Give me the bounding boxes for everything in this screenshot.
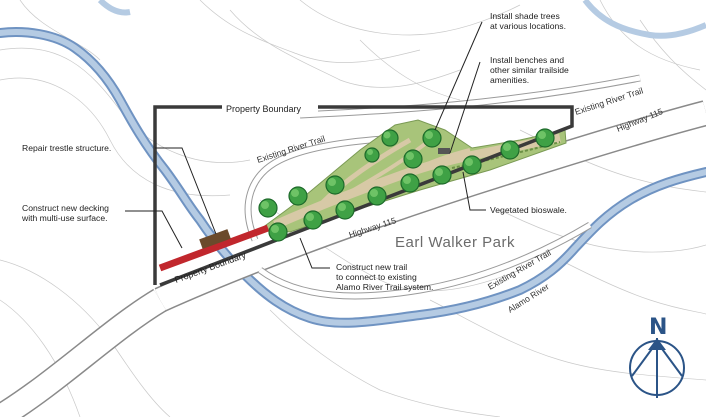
north-arrow: N: [629, 315, 685, 398]
tree-icon: [288, 186, 308, 206]
callout-text: other similar trailside: [490, 65, 569, 75]
tree-icon: [303, 210, 323, 230]
tree-icon: [535, 128, 555, 148]
callout-text: Construct new trail: [336, 262, 407, 272]
callout-benches: Install benches and other similar trails…: [490, 55, 569, 85]
callout-new-trail: Construct new trail to connect to existi…: [336, 262, 433, 292]
tree-icon: [268, 222, 288, 242]
callout-text: Install benches and: [490, 55, 564, 65]
tree-icon: [325, 175, 345, 195]
callout-text: Vegetated bioswale.: [490, 205, 567, 215]
tree-icon: [422, 128, 442, 148]
tree-icon: [381, 129, 399, 147]
tree-icon: [432, 165, 452, 185]
alamo-river: [0, 0, 706, 328]
callout-bioswale: Vegetated bioswale.: [490, 205, 567, 215]
shade-trees: [258, 128, 555, 242]
callout-text: Construct new decking: [22, 203, 109, 213]
callout-text: to connect to existing: [336, 272, 417, 282]
tree-icon: [258, 198, 278, 218]
callout-shade-trees: Install shade trees at various locations…: [490, 11, 566, 31]
bench-icon: [438, 148, 450, 154]
tree-icon: [400, 173, 420, 193]
callout-repair-trestle: Repair trestle structure.: [22, 143, 111, 153]
trestle-bridge: [158, 224, 270, 272]
callout-text: Alamo River Trail system.: [336, 282, 433, 292]
tree-icon: [364, 147, 380, 163]
callout-text: Install shade trees: [490, 11, 560, 21]
tree-icon: [367, 186, 387, 206]
callout-new-decking: Construct new decking with multi-use sur…: [21, 203, 109, 223]
tree-icon: [335, 200, 355, 220]
tree-icon: [500, 140, 520, 160]
existing-river-trail: [244, 74, 641, 300]
callout-text: amenities.: [490, 75, 529, 85]
north-label: N: [649, 315, 667, 340]
callout-text: with multi-use surface.: [21, 213, 108, 223]
park-name-label: Earl Walker Park: [395, 234, 515, 251]
tree-icon: [403, 149, 423, 169]
callout-text: at various locations.: [490, 21, 566, 31]
callout-leaders: [125, 21, 486, 269]
callout-text: Repair trestle structure.: [22, 143, 111, 153]
property-boundary-label-top: Property Boundary: [226, 104, 302, 114]
highway-115: [0, 100, 706, 417]
tree-icon: [462, 155, 482, 175]
